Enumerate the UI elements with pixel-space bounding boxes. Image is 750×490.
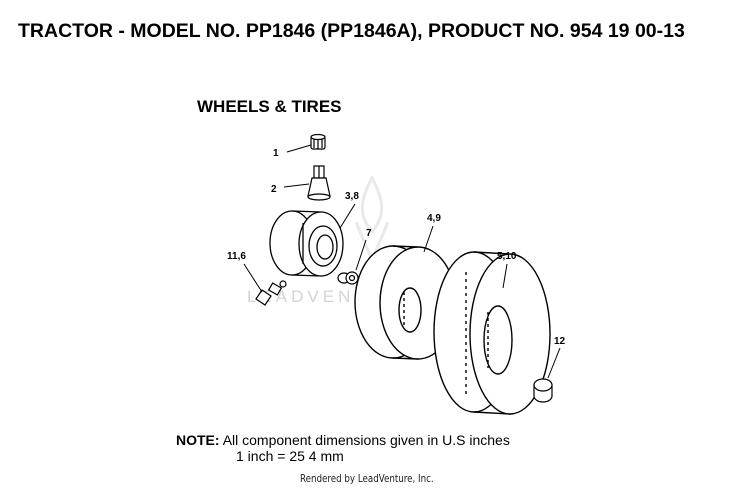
callout-12: 12 (554, 336, 566, 347)
valve-stem-part (307, 165, 331, 201)
valve-cap-part (310, 133, 326, 150)
grease-fitting-part (255, 280, 287, 306)
leader-line-11-6 (243, 263, 263, 293)
leader-line-5-10 (502, 263, 508, 289)
leader-line-4-9 (423, 225, 434, 253)
callout-2: 2 (271, 184, 277, 195)
dimension-note: NOTE: All component dimensions given in … (176, 432, 510, 464)
leader-line-2 (283, 183, 310, 188)
footer-credit: Rendered by LeadVenture, Inc. (300, 472, 434, 485)
note-line-2: 1 inch = 25 4 mm (236, 448, 344, 464)
hub-cap-part (533, 378, 553, 403)
leader-line-12 (547, 347, 561, 379)
leader-line-1 (286, 144, 312, 153)
note-label: NOTE: (176, 432, 220, 448)
callout-11-6: 11,6 (227, 251, 246, 262)
callout-7: 7 (366, 228, 372, 239)
callout-1: 1 (273, 148, 279, 159)
rear-tire-part (433, 251, 551, 415)
note-line-1: All component dimensions given in U.S in… (222, 432, 510, 448)
callout-5-10: 5,10 (497, 251, 517, 262)
callout-3-8: 3,8 (345, 191, 359, 202)
leader-line-3-8 (339, 203, 356, 229)
callout-4-9: 4,9 (427, 213, 441, 224)
leader-line-7 (355, 239, 367, 271)
wheel-rim-part (269, 210, 344, 277)
section-title: WHEELS & TIRES (197, 97, 342, 116)
page-title: TRACTOR - MODEL NO. PP1846 (PP1846A), PR… (18, 20, 685, 42)
bearing-part (337, 271, 359, 285)
